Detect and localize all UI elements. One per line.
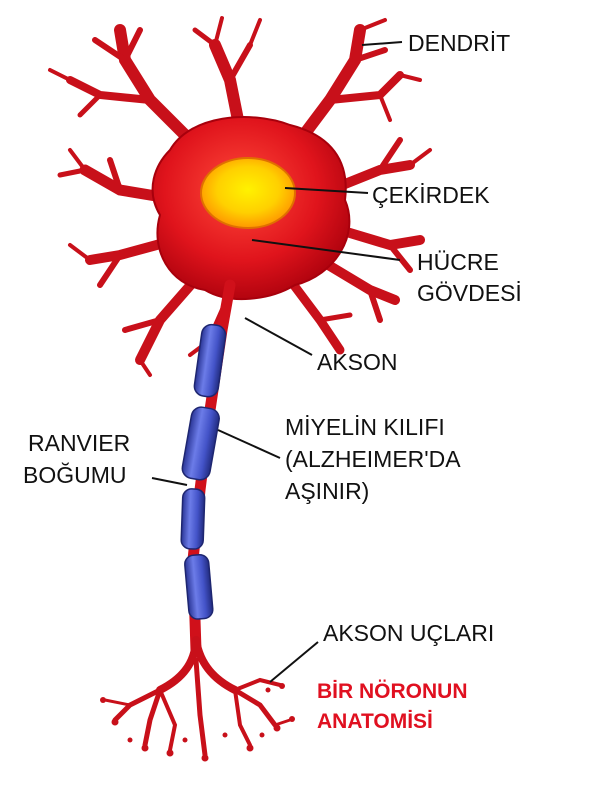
title-line1: BİR NÖRONUN (317, 680, 468, 703)
axon-leader (244, 317, 313, 356)
nucleus-label: ÇEKİRDEK (372, 182, 490, 208)
ranvier-leader (151, 477, 188, 486)
axon-terminals-label: AKSON UÇLARI (323, 620, 495, 646)
axon-terminals-leader (269, 641, 319, 683)
axon-terminals (103, 636, 292, 758)
myelin-label-line3: AŞINIR) (285, 478, 370, 504)
myelin-label-line2: (ALZHEIMER'DA (285, 446, 461, 472)
cell-body-label-line2: GÖVDESİ (417, 280, 522, 306)
ranvier-label-line1: RANVIER (28, 430, 131, 456)
myelin-leader (217, 429, 281, 459)
myelin-segment (181, 406, 220, 481)
terminal-buttons (100, 683, 295, 762)
myelin-sheath (180, 323, 227, 620)
axon-label: AKSON (317, 349, 398, 375)
myelin-segment (193, 323, 227, 398)
cell-body-label-line1: HÜCRE (417, 249, 499, 275)
myelin-label-line1: MİYELİN KILIFI (285, 414, 445, 440)
nucleus (200, 157, 296, 229)
nucleus-leader (284, 187, 369, 194)
ranvier-label-line2: BOĞUMU (23, 462, 127, 488)
title-line2: ANATOMİSİ (317, 710, 433, 733)
cell-body-leader (251, 239, 401, 261)
dendrite-leader (361, 41, 403, 46)
myelin-segment (184, 553, 214, 620)
dendrite-label: DENDRİT (408, 30, 511, 56)
myelin-segment (180, 488, 206, 550)
leader-lines (151, 41, 403, 683)
